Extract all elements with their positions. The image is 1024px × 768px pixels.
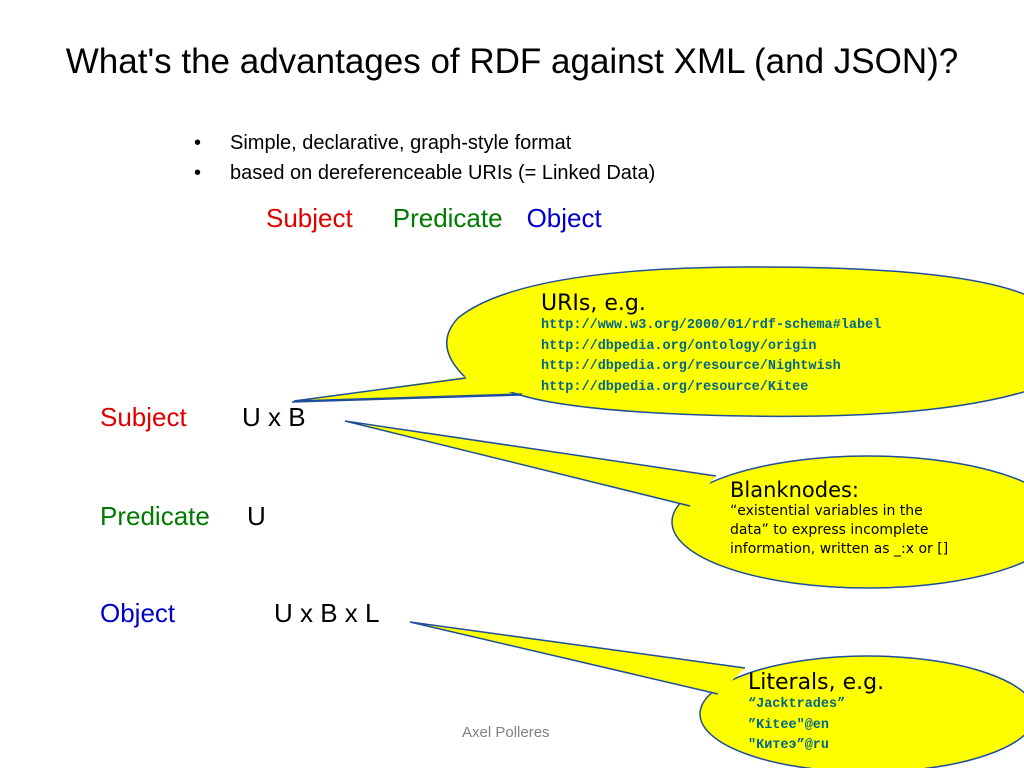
object-row-value: U x B x L: [274, 598, 380, 628]
uri-line: http://www.w3.org/2000/01/rdf-schema#lab…: [541, 318, 882, 333]
blanknodes-callout: Blanknodes: “existential variables in th…: [730, 478, 948, 559]
object-row: Object U x B x L: [100, 598, 420, 630]
uri-line: http://dbpedia.org/ontology/origin: [541, 338, 817, 354]
predicate-row: Predicate U: [100, 501, 400, 533]
blanknodes-line: information, written as _:x or []: [730, 541, 949, 557]
bullet-text: Simple, declarative, graph-style format: [230, 132, 572, 154]
bullet-dot: •: [194, 162, 202, 184]
subject-row-label: Subject: [100, 402, 187, 432]
object-row-label: Object: [100, 598, 176, 628]
literal-line: “Jacktrades”: [748, 697, 846, 712]
blanknodes-line: data” to express incomplete: [730, 522, 929, 538]
predicate-row-label: Predicate: [100, 501, 210, 531]
bullet-list: • Simple, declarative, graph-style forma…: [190, 128, 655, 188]
bullet-item: • Simple, declarative, graph-style forma…: [190, 128, 655, 158]
triple-predicate: Predicate: [392, 203, 503, 233]
uris-callout-heading: URIs, e.g.: [541, 291, 646, 316]
subject-row: Subject U x B: [100, 402, 400, 434]
triple-object: Object: [526, 203, 602, 233]
blanknodes-callout-heading: Blanknodes:: [730, 478, 860, 502]
blanknodes-line: “existential variables in the: [730, 503, 923, 519]
literals-callout-heading: Literals, e.g.: [748, 670, 885, 695]
uris-callout: URIs, e.g. http://www.w3.org/2000/01/rdf…: [541, 292, 881, 398]
uri-line: http://dbpedia.org/resource/Kitee: [541, 379, 809, 395]
uri-line: http://dbpedia.org/resource/Nightwish: [541, 359, 841, 374]
bullet-dot: •: [194, 132, 202, 154]
slide-title: What's the advantages of RDF against XML…: [65, 42, 959, 81]
predicate-row-value: U: [247, 501, 266, 531]
literal-line: ”Kitee"@en: [748, 717, 830, 733]
triple-subject: Subject: [266, 203, 353, 233]
literal-line: "Китеэ”@ru: [748, 738, 830, 753]
blanknodes-callout-shape: [671, 455, 1024, 589]
subject-row-value: U x B: [242, 402, 306, 432]
literals-callout-shape: [699, 655, 1024, 768]
bullet-item: • based on dereferenceable URIs (= Linke…: [190, 158, 655, 188]
footer-author: Axel Polleres: [462, 724, 550, 741]
triple-header: Subject Predicate Object: [266, 203, 602, 234]
literals-callout: Literals, e.g. “Jacktrades” ”Kitee"@en "…: [748, 671, 884, 757]
bullet-text: based on dereferenceable URIs (= Linked …: [230, 162, 656, 184]
